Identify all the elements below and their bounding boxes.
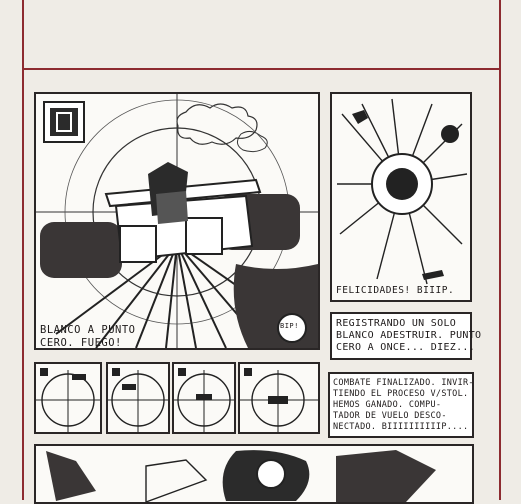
text-box-combat-line-3: HEMOS GANADO. COMPU- — [333, 400, 442, 410]
scope-panel-3 — [172, 362, 236, 434]
bottom-scene — [36, 446, 472, 502]
explosion-scene — [332, 94, 470, 300]
bip-badge-text: BIP! — [280, 322, 299, 330]
scope-scene-4 — [240, 364, 318, 432]
left-border-line — [22, 0, 24, 500]
text-box-combat-line-5: NECTADO. BIIIIIIIIIIP.... — [333, 422, 469, 432]
text-box-registering-line-2: BLANCO ADESTRUIR. PUNTO — [336, 330, 482, 341]
main-caption: BLANCO A PUNTO CERO. FUEGO! — [40, 324, 136, 349]
text-box-combat-line-4: TADOR DE VUELO DESCO- — [333, 411, 447, 421]
right-border-line — [499, 0, 501, 500]
explosion-panel: FELICIDADES! BIIIP. — [330, 92, 472, 302]
text-box-combat-finished: COMBATE FINALIZADO. INVIR- TIENDO EL PRO… — [328, 372, 474, 438]
bottom-panel — [34, 444, 474, 504]
text-box-combat-line-1: COMBATE FINALIZADO. INVIR- — [333, 378, 474, 388]
main-caption-line-1: BLANCO A PUNTO — [40, 324, 136, 336]
scope-scene-3 — [174, 364, 234, 432]
main-caption-line-2: CERO. FUEGO! — [40, 337, 122, 349]
scope-panel-4 — [238, 362, 320, 434]
top-border-line — [22, 68, 501, 70]
text-box-combat-line-2: TIENDO EL PROCESO V/STOL. — [333, 389, 469, 399]
scope-panel-1 — [34, 362, 102, 434]
text-box-registering: REGISTRANDO UN SOLO BLANCO ADESTRUIR. PU… — [330, 312, 482, 360]
text-box-registering-line-3: CERO A ONCE... DIEZ... — [336, 342, 476, 353]
explosion-caption: FELICIDADES! BIIIP. — [336, 285, 455, 296]
scope-scene-2 — [108, 364, 168, 432]
scope-panel-2 — [106, 362, 170, 434]
targeting-panel: BLANCO A PUNTO CERO. FUEGO! BIP! — [34, 92, 320, 350]
text-box-registering-line-1: REGISTRANDO UN SOLO — [336, 318, 457, 329]
scope-scene-1 — [36, 364, 100, 432]
targeting-scene — [36, 94, 318, 348]
